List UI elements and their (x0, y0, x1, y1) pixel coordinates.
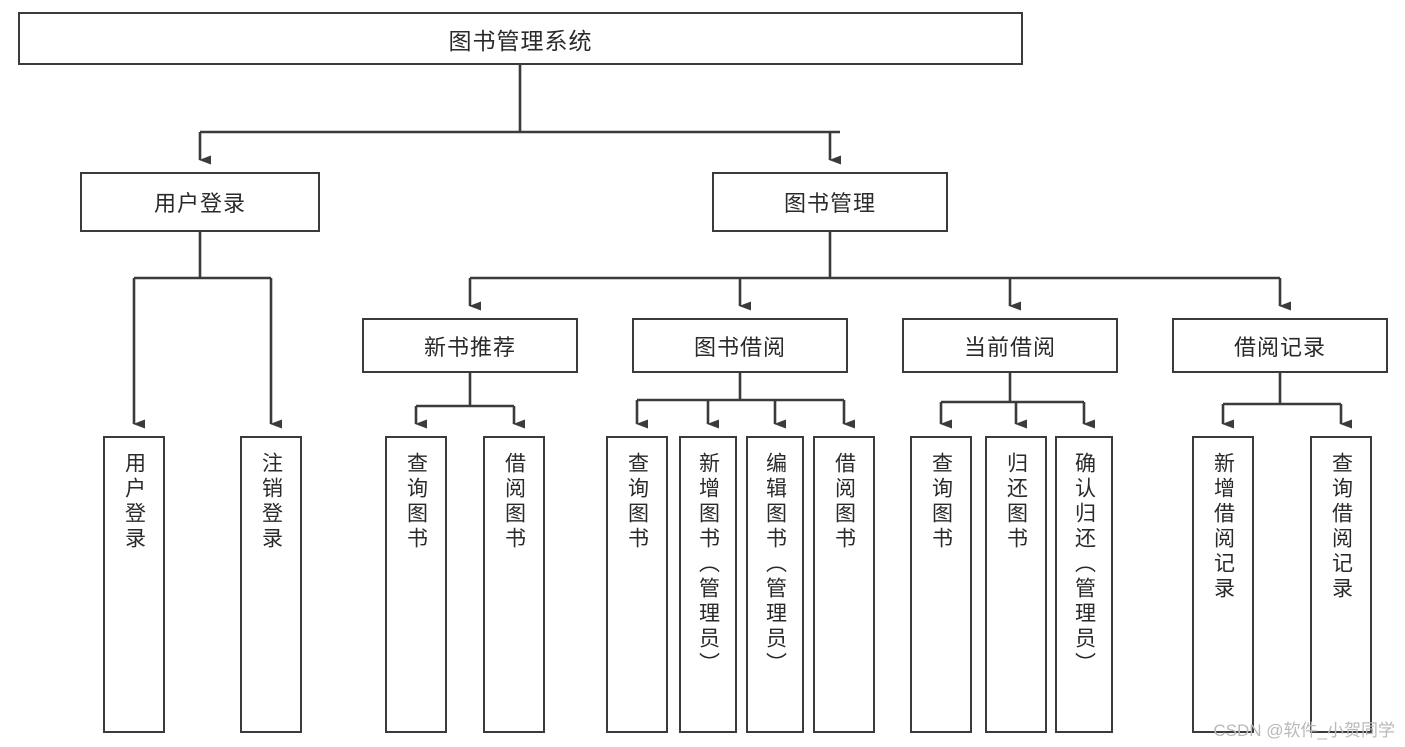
node-leaf-confirm-return-admin[interactable]: 确认归还（管理员） (1055, 436, 1113, 733)
node-label: 新增图书（管理员） (696, 452, 720, 677)
node-leaf-query-borrow-record[interactable]: 查询借阅记录 (1310, 436, 1372, 733)
node-label: 用户登录 (153, 191, 246, 216)
csdn-watermark: CSDN @软件_小贺同学 (1213, 721, 1395, 740)
node-user-login[interactable]: 用户登录 (80, 172, 320, 232)
node-label: 归还图书 (1004, 452, 1028, 552)
node-label: 查询借阅记录 (1329, 452, 1353, 602)
node-label: 当前借阅 (963, 334, 1056, 360)
node-label: 图书管理系统 (448, 27, 593, 54)
node-label: 注销登录 (259, 452, 283, 552)
node-leaf-add-borrow-record[interactable]: 新增借阅记录 (1192, 436, 1254, 733)
node-leaf-borrow-book-2[interactable]: 借阅图书 (813, 436, 875, 733)
node-leaf-user-login[interactable]: 用户登录 (103, 436, 165, 733)
node-book-borrow[interactable]: 图书借阅 (632, 318, 848, 373)
node-label: 查询图书 (404, 452, 428, 552)
node-label: 借阅图书 (832, 452, 856, 552)
node-current-borrow[interactable]: 当前借阅 (902, 318, 1118, 373)
node-label: 借阅图书 (502, 452, 526, 552)
node-label: 新增借阅记录 (1211, 452, 1235, 602)
node-new-book-rec[interactable]: 新书推荐 (362, 318, 578, 373)
node-leaf-query-book-3[interactable]: 查询图书 (910, 436, 972, 733)
node-label: 编辑图书（管理员） (763, 452, 787, 677)
node-label: 新书推荐 (423, 334, 516, 360)
node-leaf-borrow-book-1[interactable]: 借阅图书 (483, 436, 545, 733)
node-leaf-logout[interactable]: 注销登录 (240, 436, 302, 733)
node-leaf-edit-book-admin[interactable]: 编辑图书（管理员） (746, 436, 804, 733)
node-label: 借阅记录 (1233, 334, 1326, 360)
node-root-system[interactable]: 图书管理系统 (18, 12, 1023, 65)
node-leaf-return-book[interactable]: 归还图书 (985, 436, 1047, 733)
node-book-manage[interactable]: 图书管理 (712, 172, 948, 232)
node-label: 图书借阅 (693, 334, 786, 360)
node-leaf-query-book-1[interactable]: 查询图书 (385, 436, 447, 733)
node-label: 查询图书 (625, 452, 649, 552)
node-leaf-add-book-admin[interactable]: 新增图书（管理员） (679, 436, 737, 733)
node-borrow-record[interactable]: 借阅记录 (1172, 318, 1388, 373)
node-label: 查询图书 (929, 452, 953, 552)
node-leaf-query-book-2[interactable]: 查询图书 (606, 436, 668, 733)
node-label: 确认归还（管理员） (1072, 452, 1096, 677)
node-label: 用户登录 (122, 452, 146, 552)
node-label: 图书管理 (783, 191, 876, 216)
